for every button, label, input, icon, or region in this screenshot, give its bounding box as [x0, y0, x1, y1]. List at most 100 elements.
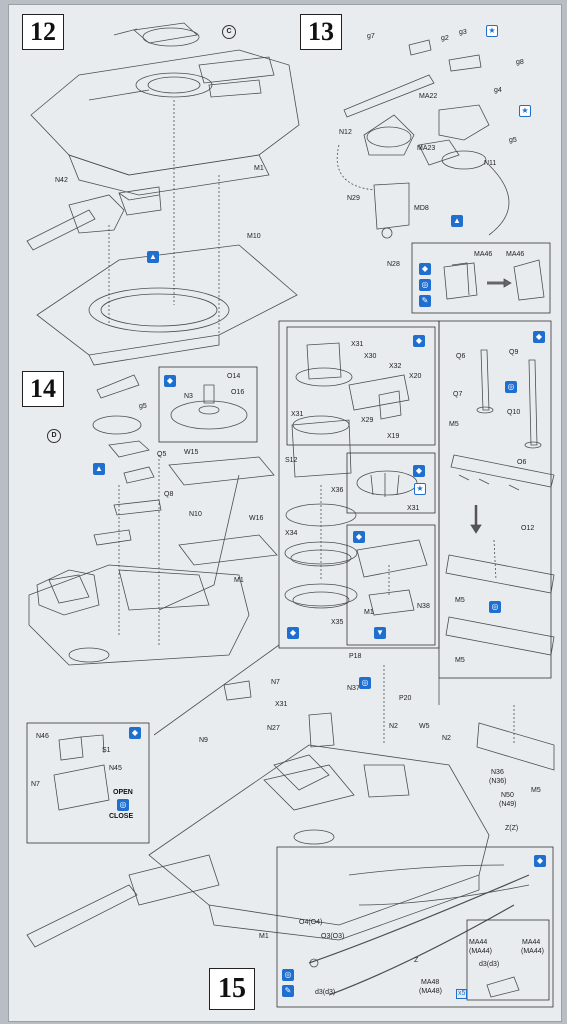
step-number-13: 13 [300, 14, 342, 50]
step-number-15: 15 [209, 968, 255, 1010]
label-d3: d3(d3) [315, 989, 336, 996]
label-q8: Q8 [164, 491, 174, 498]
step15-hatch-inset-drawing [53, 734, 110, 811]
ab-option-icon: ◎ [282, 969, 294, 981]
step14-inset-drawing [158, 366, 258, 443]
label-m1: M1 [254, 165, 264, 172]
label-s1: S1 [102, 747, 111, 754]
turret-subinset2-frame [346, 452, 436, 514]
star-icon: ★ [486, 25, 498, 37]
label-q6: Q6 [456, 353, 466, 360]
label-o14: O14 [227, 373, 241, 380]
label-x34: X34 [285, 530, 298, 537]
label-o6: O6 [517, 459, 527, 466]
glue-icon: ◆ [164, 375, 176, 387]
label-s12: S12 [285, 457, 298, 464]
glue-icon: ◆ [413, 335, 425, 347]
label-x36: X36 [331, 487, 344, 494]
label-n2a: N2 [389, 723, 398, 730]
label-g3: g3 [459, 29, 467, 36]
paint-icon: ▲ [93, 463, 105, 475]
label-n9: N9 [199, 737, 208, 744]
label-n46: N46 [36, 733, 49, 740]
x-cut-icon: ✎ [419, 295, 431, 307]
label-n45: N45 [109, 765, 122, 772]
step-number-12: 12 [22, 14, 64, 50]
ab-option-icon: ◎ [117, 799, 129, 811]
label-ma23: MA23 [417, 145, 436, 152]
glue-icon: ◆ [419, 263, 431, 275]
label-n50: N50 [501, 792, 514, 799]
glue-icon: ◆ [287, 627, 299, 639]
label-m10: M10 [247, 233, 261, 240]
paint-icon: ▼ [374, 627, 386, 639]
step12-gun-drawing [26, 186, 162, 251]
step15-tank-drawing [26, 665, 555, 948]
step12-lower-hull-drawing [36, 244, 298, 366]
ab-option-icon: ◎ [489, 601, 501, 613]
label-o12: O12 [521, 525, 535, 532]
step15-hatch-inset-frame [26, 722, 150, 844]
x-cut-icon: ✎ [282, 985, 294, 997]
label-ma44bb: (MA44) [521, 948, 544, 955]
label-m5b: M5 [455, 597, 465, 604]
marker-c: C [222, 25, 236, 39]
label-n42: N42 [55, 177, 68, 184]
label-n28: N28 [387, 261, 400, 268]
marker-d: D [47, 429, 61, 443]
label-m5a: M5 [449, 421, 459, 428]
step-number-14: 14 [22, 371, 64, 407]
glue-icon: ◆ [533, 331, 545, 343]
label-o4: O4(O4) [299, 919, 323, 926]
step13-inset-drawing [443, 259, 545, 301]
turret-inset-drawing [284, 342, 410, 609]
label-x35: X35 [331, 619, 344, 626]
paint-icon: ▲ [451, 215, 463, 227]
ab-option-icon: ◎ [419, 279, 431, 291]
label-m5c: M5 [455, 657, 465, 664]
glue-icon: ◆ [129, 727, 141, 739]
open-label: OPEN [113, 789, 133, 796]
label-q10: Q10 [507, 409, 521, 416]
label-w5: W5 [419, 723, 430, 730]
ab-option-icon: ◎ [505, 381, 517, 393]
line-art [26, 22, 555, 1008]
label-n36b: (N36) [489, 778, 507, 785]
label-n3: N3 [184, 393, 193, 400]
label-g5: g5 [509, 137, 517, 144]
label-x30: X30 [364, 353, 377, 360]
step15-cable-panel-frame [276, 846, 554, 1008]
label-x5: x5 [456, 989, 468, 999]
label-w16: W16 [249, 515, 264, 522]
turret-subinset2-drawing [356, 470, 418, 497]
label-ma44a: MA44 [469, 939, 488, 946]
turret-subinset3-drawing [356, 539, 428, 616]
label-o3: O3(O3) [321, 933, 345, 940]
label-n27: N27 [267, 725, 280, 732]
label-q7: Q7 [453, 391, 463, 398]
paint-icon: ▲ [147, 251, 159, 263]
label-z1: Z(Z) [505, 825, 519, 832]
label-n38: N38 [417, 603, 430, 610]
label-x31: X31 [275, 701, 288, 708]
label-o16: O16 [231, 389, 245, 396]
label-x31a: X31 [351, 341, 364, 348]
step12-hull-drawing [30, 22, 300, 196]
label-x31b: X31 [291, 411, 304, 418]
label-x32: X32 [389, 363, 402, 370]
label-n7-inset: N7 [31, 781, 40, 788]
right-inset-frame [438, 320, 552, 679]
label-ma48b: (MA48) [419, 988, 442, 995]
label-n2b: N2 [442, 735, 451, 742]
label-x31c: X31 [407, 505, 420, 512]
label-n37: N37 [347, 685, 360, 692]
label-g7: g7 [367, 33, 375, 40]
instruction-sheet: 12 13 14 15 C D M1 N42 M10 ▲ g7 g2 g3 g8… [8, 4, 562, 1022]
label-n29: N29 [347, 195, 360, 202]
label-md8: MD8 [414, 205, 429, 212]
label-g4: g4 [494, 87, 502, 94]
label-z2: Z [414, 957, 419, 964]
label-ma46a: MA46 [474, 251, 493, 258]
label-n7: N7 [271, 679, 280, 686]
turret-subinset-frame [286, 326, 436, 446]
